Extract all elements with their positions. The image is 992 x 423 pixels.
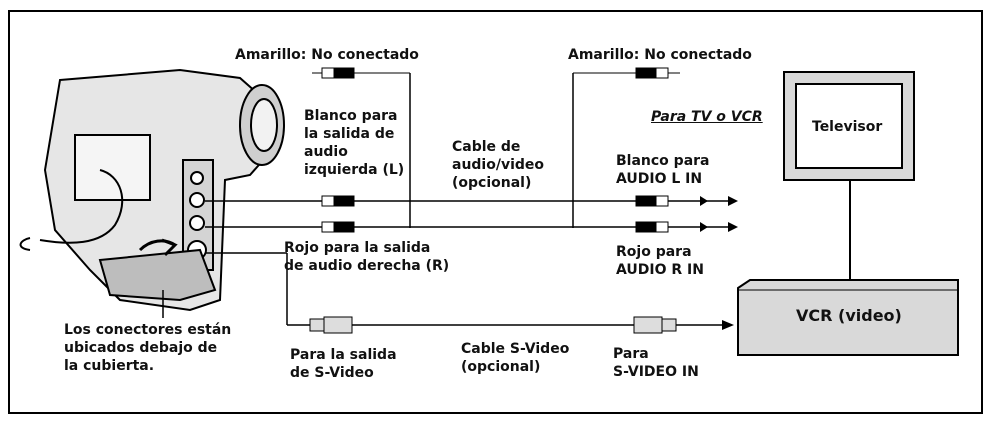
svideo-input-label: Para S-VIDEO IN bbox=[613, 346, 699, 380]
svideo-plug-left bbox=[309, 316, 353, 334]
camcorder-illustration bbox=[19, 68, 285, 312]
red-output-label: Rojo para la salida de audio derecha (R) bbox=[284, 240, 450, 274]
arrow-svideo bbox=[722, 320, 734, 330]
arrow-white-2 bbox=[700, 196, 708, 206]
arrow-red-2 bbox=[700, 222, 708, 232]
white-output-label: Blanco para la salida de audio izquierda… bbox=[304, 108, 405, 178]
red-plug-right bbox=[635, 221, 669, 233]
yellow-not-connected-left-label: Amarillo: No conectado bbox=[235, 47, 419, 63]
tv-label: Televisor bbox=[812, 119, 883, 135]
svideo-plug-right bbox=[633, 316, 677, 334]
yellow-plug-right bbox=[573, 67, 680, 79]
white-plug-right bbox=[635, 195, 669, 207]
svideo-cable-label: Cable S-Video (opcional) bbox=[461, 341, 570, 375]
yellow-plug-left bbox=[312, 67, 410, 79]
white-plug-left bbox=[321, 195, 355, 207]
connectors-note-label: Los conectores están ubicados debajo de … bbox=[64, 322, 232, 374]
red-input-label: Rojo para AUDIO R IN bbox=[616, 244, 704, 278]
red-plug-left bbox=[321, 221, 355, 233]
vcr-label: VCR (video) bbox=[796, 306, 902, 325]
leader-lines bbox=[162, 73, 574, 325]
plugs bbox=[309, 67, 680, 334]
television bbox=[783, 71, 915, 181]
vcr bbox=[737, 279, 959, 356]
av-cable-label: Cable de audio/video (opcional) bbox=[452, 139, 545, 191]
arrowheads bbox=[700, 196, 738, 330]
diagram-frame bbox=[8, 10, 983, 414]
yellow-not-connected-right-label: Amarillo: No conectado bbox=[568, 47, 752, 63]
arrow-red bbox=[728, 222, 738, 232]
white-input-label: Blanco para AUDIO L IN bbox=[616, 153, 710, 187]
svideo-output-label: Para la salida de S-Video bbox=[290, 347, 397, 381]
arrow-white bbox=[728, 196, 738, 206]
for-tv-vcr-label: Para TV o VCR bbox=[651, 109, 763, 125]
